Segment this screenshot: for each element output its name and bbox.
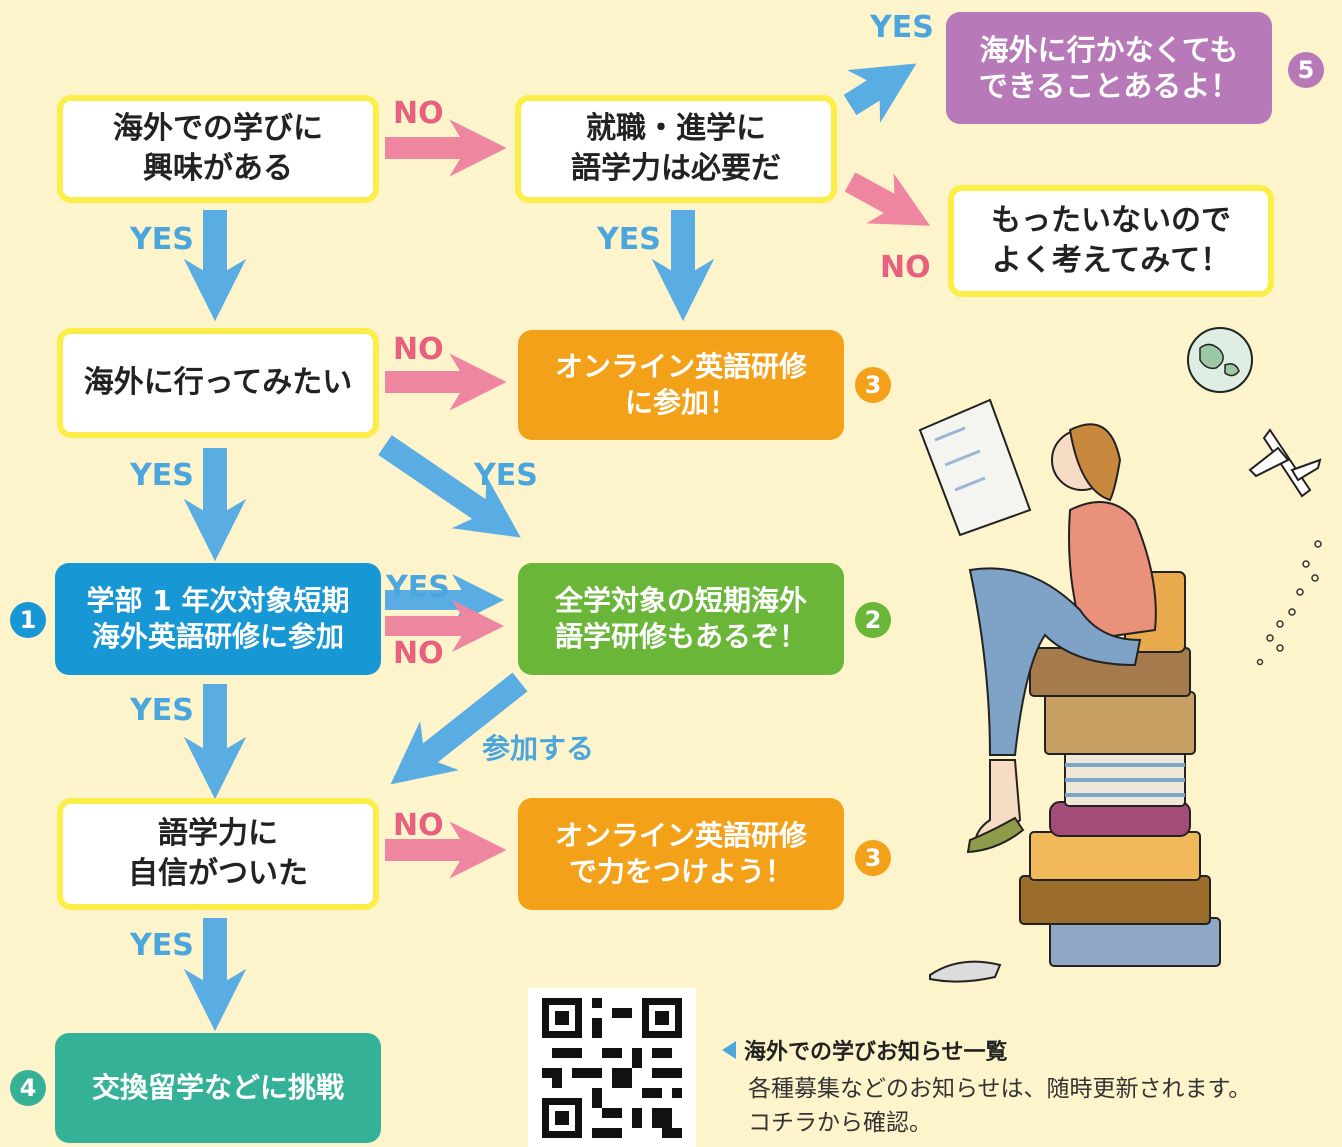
arrow-want-diag [378,435,521,538]
label-yes-top: YES [870,10,934,45]
node-no-abroad: 海外に行かなくても できることあるよ！ [946,12,1272,124]
badge-4: 4 [10,1070,46,1106]
airplane-icon [1248,428,1322,498]
node-mottainai: もったいないので よく考えてみて！ [948,185,1274,297]
node-online1-text: オンライン英語研修 に参加！ [554,350,807,419]
node-job: 就職・進学に 語学力は必要だ [515,95,837,203]
node-mottainai-text: もったいないので よく考えてみて！ [991,203,1231,278]
label-yes-job: YES [597,222,661,257]
node-interest: 海外での学びに 興味がある [57,95,379,203]
node-first-year-text: 学部 1 年次対象短期 海外英語研修に参加 [86,584,350,653]
node-want-abroad: 海外に行ってみたい [57,328,379,438]
label-no-want: NO [393,332,444,367]
label-yes-first-right: YES [386,570,450,605]
label-yes-first: YES [130,693,194,728]
node-online1: オンライン英語研修 に参加！ [518,330,844,440]
label-yes-want-diag: YES [474,458,538,493]
arrow-job-yes-up [843,63,917,123]
badge-3-online2: 3 [855,840,891,876]
triangle-pointer-icon [722,1041,736,1059]
node-job-text: 就職・進学に 語学力は必要だ [571,111,781,186]
node-confidence-text: 語学力に 自信がついた [128,816,308,891]
label-yes-conf: YES [130,928,194,963]
label-join: 参加する [482,732,595,765]
info-title[interactable]: 海外での学びお知らせ一覧 [722,1034,1008,1066]
label-no-interest: NO [393,96,444,131]
node-no-abroad-text: 海外に行かなくても できることあるよ！ [978,33,1240,103]
node-online2: オンライン英語研修 で力をつけよう！ [518,798,844,910]
node-confidence: 語学力に 自信がついた [57,798,379,910]
contrail-dots [1256,540,1322,666]
label-yes-interest: YES [130,222,194,257]
node-exchange-text: 交換留学などに挑戦 [91,1071,344,1104]
node-exchange: 交換留学などに挑戦 [55,1033,381,1143]
info-title-text: 海外での学びお知らせ一覧 [744,1040,1008,1065]
label-yes-want: YES [130,458,194,493]
arrow-all-join [390,672,528,785]
node-online2-text: オンライン英語研修 で力をつけよう！ [554,819,807,888]
label-no-first: NO [393,636,444,671]
badge-5: 5 [1288,52,1324,88]
badge-1: 1 [10,602,46,638]
node-all-short: 全学対象の短期海外 語学研修もあるぞ！ [518,563,844,675]
label-no-job: NO [880,250,931,285]
node-interest-text: 海外での学びに 興味がある [113,111,323,186]
qr-code[interactable] [528,988,696,1147]
node-want-abroad-text: 海外に行ってみたい [83,365,353,400]
qr-code-pattern [542,997,682,1138]
node-first-year: 学部 1 年次対象短期 海外英語研修に参加 [55,563,381,675]
traveler-illustration [918,327,1322,983]
node-all-short-text: 全学対象の短期海外 語学研修もあるぞ！ [554,584,807,653]
info-body: 各種募集などのお知らせは、随時更新されます。 コチラから確認。 [748,1076,1252,1136]
badge-2: 2 [855,602,891,638]
arrow-job-no [844,172,931,226]
label-no-conf: NO [393,808,444,843]
badge-3-online1: 3 [855,367,891,403]
